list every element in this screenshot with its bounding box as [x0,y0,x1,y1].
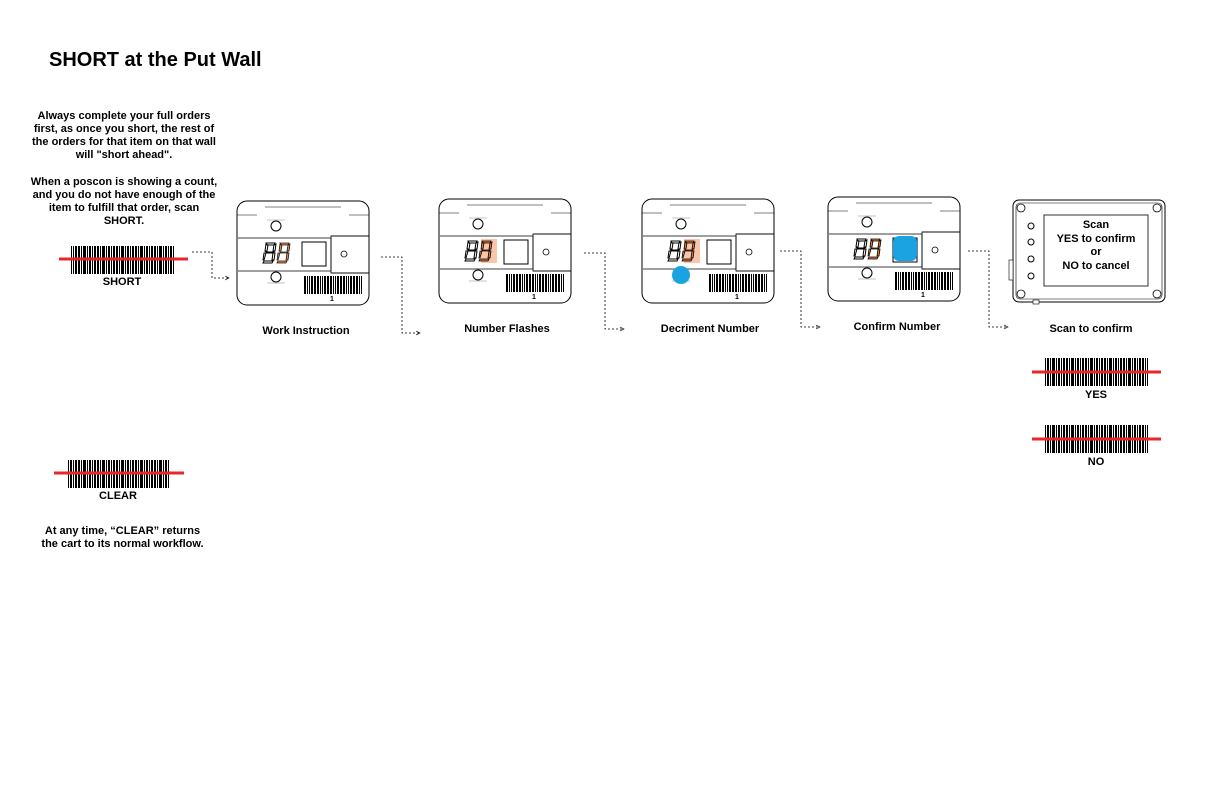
slot-number: 1 [330,296,334,303]
step-label-scan-to-confirm: Scan to confirm [1049,323,1133,335]
step-label-confirm-number: Confirm Number [853,321,941,333]
barcode-short [59,246,188,274]
poscon-confirm-number [828,197,960,301]
connector-4 [780,250,820,327]
poscon-work-instruction [237,201,369,305]
scanner-screen: Scan YES to confirm or NO to cancel [1044,219,1148,273]
barcode-yes [1032,358,1161,386]
barcode-label-short: SHORT [102,276,142,288]
connector-1 [192,251,229,278]
clear-note: At any time, “CLEAR” returns the cart to… [41,525,204,550]
slot-number: 1 [532,294,536,301]
scanner-screen-line-1: Scan [1082,219,1110,231]
barcode-label-clear: CLEAR [99,490,137,502]
intro-paragraph-1: Always complete your full orders first, … [32,110,216,161]
barcode-label-no: NO [1087,456,1105,468]
step-label-work-instruction: Work Instruction [262,325,350,337]
barcode-clear [54,460,184,488]
scanner-screen-line-3: or [1090,246,1102,258]
connector-5 [968,250,1008,327]
barcode-no [1032,425,1161,453]
scanner-screen-line-2: YES to confirm [1056,232,1136,245]
page-title: SHORT at the Put Wall [49,49,262,71]
scanner-device [1008,199,1166,305]
connector-2 [381,256,420,333]
slot-number: 1 [735,294,739,301]
step-label-number-flashes: Number Flashes [464,323,550,335]
barcode-label-yes: YES [1084,389,1107,401]
connector-3 [584,252,624,329]
intro-paragraph-2: When a poscon is showing a count, and yo… [30,176,218,227]
slot-number: 1 [921,292,925,299]
scanner-screen-line-4: NO to cancel [1062,259,1130,272]
poscon-decrement-number [642,199,774,303]
step-label-decrement-number: Decriment Number [660,323,760,335]
poscon-number-flashes [439,199,571,303]
